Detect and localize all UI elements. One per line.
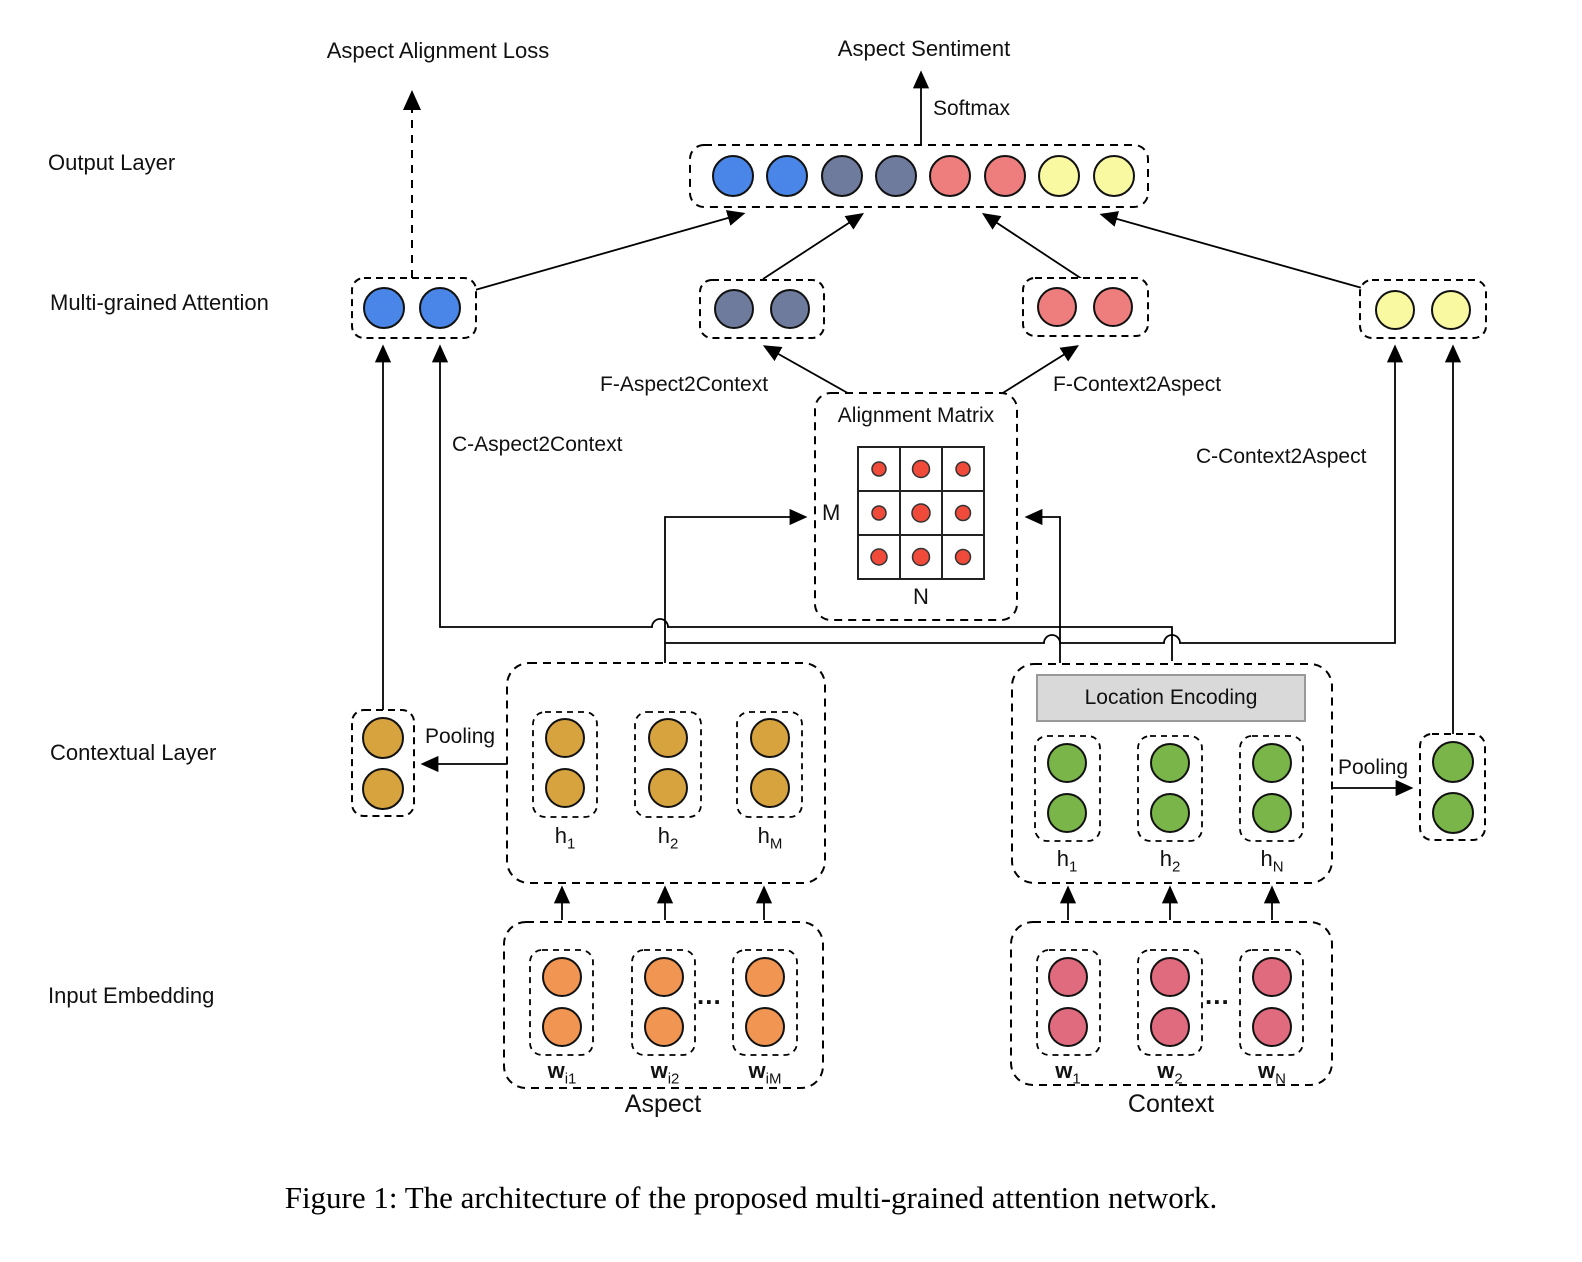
location-encoding-bar — [1036, 674, 1306, 722]
label-output-layer: Output Layer — [48, 150, 176, 175]
output-neuron — [766, 155, 808, 197]
label-pooling-right: Pooling — [1338, 756, 1409, 779]
output-neuron — [1038, 155, 1080, 197]
context-to-matrix-line — [1024, 508, 1061, 663]
label-context-h2: h2 — [1159, 846, 1181, 876]
c-aspect2context-line — [431, 344, 1173, 661]
context-contextual-box — [1011, 663, 1333, 884]
label-aspect-wiM: wiM — [748, 1058, 782, 1088]
label-matrix-n: N — [913, 584, 929, 609]
label-context-w2: w2 — [1157, 1058, 1183, 1088]
output-layer-box — [689, 144, 1149, 208]
output-neuron — [821, 155, 863, 197]
c-context2aspect-pair — [1359, 279, 1487, 339]
output-neuron — [1093, 155, 1135, 197]
label-matrix-m: M — [822, 500, 841, 525]
matrix-dot — [911, 547, 931, 567]
matrix-to-f-aspect2context-arrow — [762, 345, 854, 397]
figure-caption: Figure 1: The architecture of the propos… — [284, 1180, 1218, 1215]
label-location-encoding: Location Encoding — [1084, 686, 1258, 709]
label-aspect-sentiment: Aspect Sentiment — [837, 36, 1011, 61]
label-alignment-matrix: Alignment Matrix — [837, 404, 995, 427]
matrix-dot — [954, 504, 972, 522]
aspect-embedding-box — [503, 921, 824, 1089]
context-embedding-box — [1010, 921, 1333, 1086]
label-aspect-alignment-loss: Aspect Alignment Loss — [326, 38, 550, 63]
label-multi-grained-attention: Multi-grained Attention — [50, 290, 269, 315]
aspect-ellipsis: ... — [697, 980, 722, 1010]
context-ellipsis: ... — [1205, 980, 1230, 1010]
output-neuron — [984, 155, 1026, 197]
c-aspect2context-pair — [351, 277, 477, 339]
output-neuron — [875, 155, 917, 197]
label-f-context2aspect: F-Context2Aspect — [1053, 373, 1222, 396]
label-aspect-wi1: wi1 — [547, 1058, 577, 1088]
label-aspect-wi2: wi2 — [650, 1058, 680, 1088]
label-f-aspect2context: F-Aspect2Context — [600, 373, 769, 396]
label-context-w1: w1 — [1055, 1058, 1081, 1088]
alignment-matrix-box — [814, 392, 1018, 621]
matrix-dot — [955, 461, 971, 477]
label-aspect-hM: hM — [757, 823, 783, 853]
blue-to-output-arrow — [467, 210, 746, 293]
label-context-wN: wN — [1258, 1058, 1286, 1088]
gray-to-output-arrow — [762, 213, 865, 280]
label-context-hN: hN — [1260, 846, 1284, 876]
label-c-context2aspect: C-Context2Aspect — [1196, 445, 1367, 468]
pink-to-output-arrow — [981, 213, 1083, 280]
matrix-dot — [954, 548, 972, 566]
label-context-group: Context — [1127, 1090, 1215, 1118]
label-pooling-left: Pooling — [425, 725, 496, 748]
matrix-dot — [911, 503, 931, 523]
label-input-embedding: Input Embedding — [48, 983, 215, 1008]
label-c-aspect2context: C-Aspect2Context — [452, 433, 623, 456]
matrix-to-f-context2aspect-arrow — [997, 345, 1080, 397]
yellow-to-output-arrow — [1099, 211, 1363, 289]
output-neuron — [929, 155, 971, 197]
c-context2aspect-line — [665, 344, 1404, 644]
matrix-dot — [870, 548, 888, 566]
matrix-dot — [871, 505, 887, 521]
f-context2aspect-pair — [1022, 277, 1149, 337]
aspect-to-matrix-line — [664, 508, 808, 663]
label-aspect-h1: h1 — [554, 823, 576, 853]
aspect-contextual-box — [506, 662, 826, 884]
aspect-pooling-pair — [351, 709, 415, 817]
label-aspect-h2: h2 — [657, 823, 679, 853]
matrix-dot — [911, 459, 931, 479]
label-contextual-layer: Contextual Layer — [50, 740, 217, 765]
f-aspect2context-pair — [699, 279, 825, 339]
matrix-dot — [871, 461, 887, 477]
label-softmax: Softmax — [933, 97, 1011, 120]
context-pooling-pair — [1419, 733, 1486, 841]
label-aspect-group: Aspect — [624, 1090, 702, 1118]
output-neuron — [712, 155, 754, 197]
label-context-h1: h1 — [1056, 846, 1078, 876]
